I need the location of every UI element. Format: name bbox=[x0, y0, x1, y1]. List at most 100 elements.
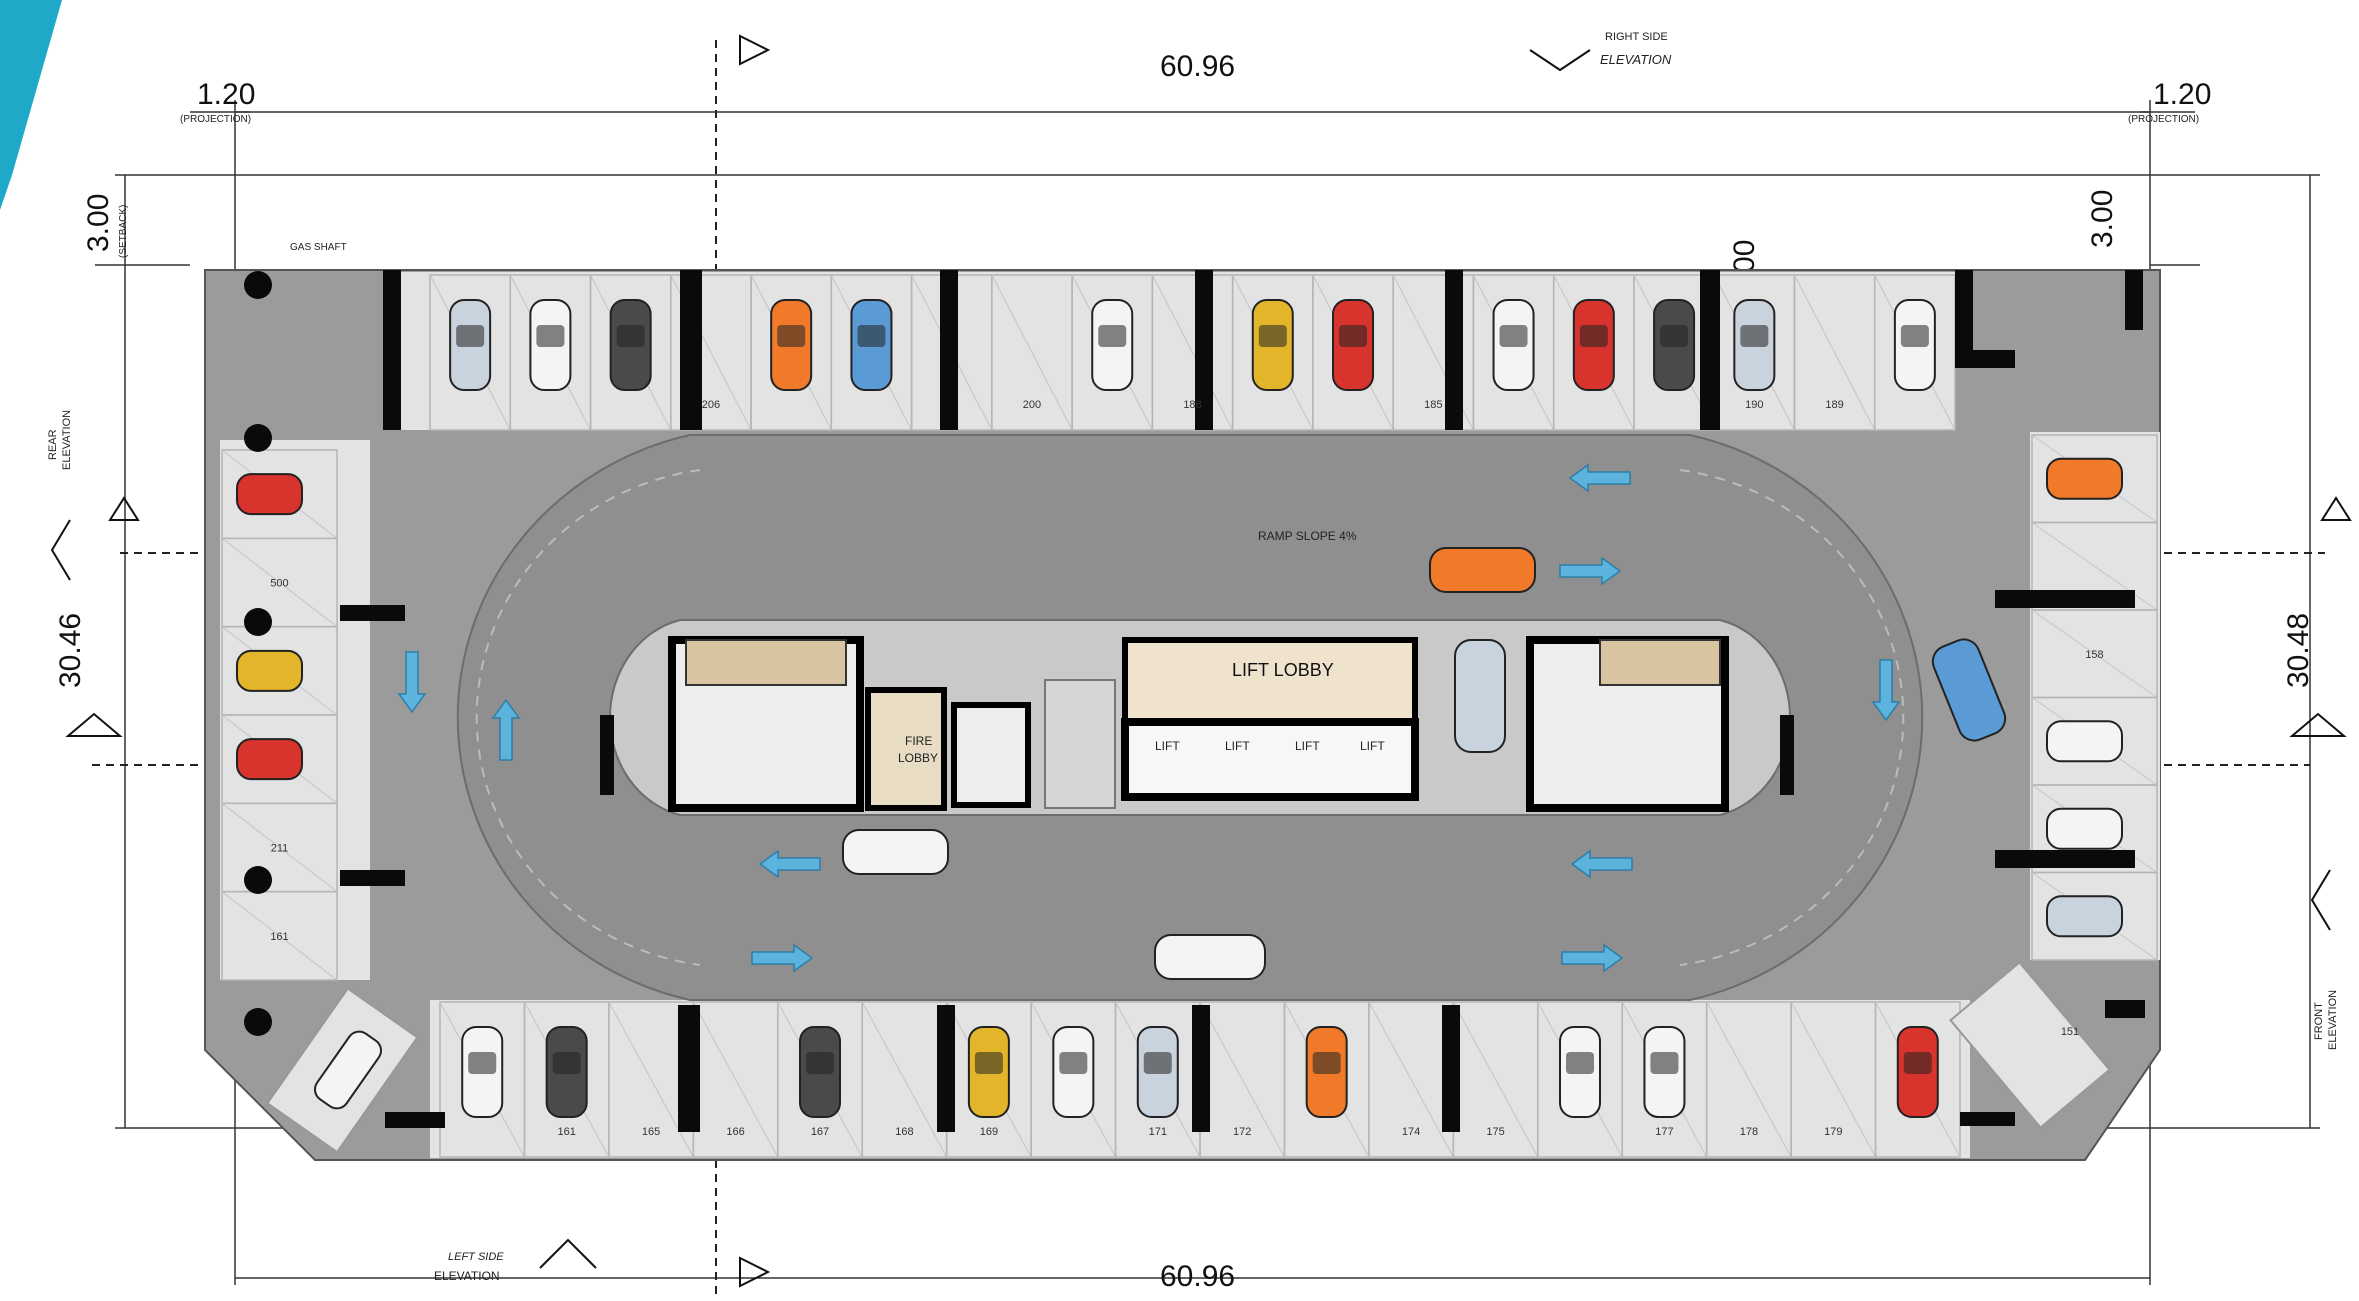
bottom-bay-number: 169 bbox=[980, 1126, 998, 1138]
traffic-arrow bbox=[1559, 556, 1622, 586]
traffic-arrow bbox=[1871, 659, 1901, 722]
bottom-width-dimension: 60.96 bbox=[1160, 1260, 1235, 1293]
right-setback-dimension: 3.00 bbox=[2086, 190, 2119, 248]
lift-bank bbox=[1121, 718, 1419, 801]
top-car-windshield bbox=[616, 325, 645, 347]
column bbox=[244, 608, 272, 636]
left-setback-note: (SETBACK) bbox=[118, 205, 129, 258]
bottom-car-windshield bbox=[1312, 1052, 1341, 1074]
section-marker-left-lower bbox=[65, 712, 123, 737]
left-parking-band bbox=[220, 440, 370, 980]
bottom-bay-hatch bbox=[1199, 1001, 1285, 1158]
bottom-bay-number: 168 bbox=[895, 1126, 913, 1138]
ramp-arc-outer-left bbox=[475, 469, 701, 966]
bottom-bay-hatch bbox=[692, 1001, 779, 1158]
bottom-bay-number: 178 bbox=[1740, 1126, 1758, 1138]
wall-segment bbox=[1955, 350, 2015, 368]
wall-segment bbox=[937, 1005, 955, 1132]
traffic-arrow bbox=[491, 698, 521, 761]
top-car-windshield bbox=[1339, 325, 1368, 347]
driveway-car-white-1 bbox=[842, 829, 949, 875]
bottom-bay-number: 174 bbox=[1402, 1126, 1420, 1138]
wall-segment bbox=[680, 270, 702, 430]
wall-segment bbox=[1960, 1112, 2015, 1126]
left-setback-dimension: 3.00 bbox=[82, 194, 115, 252]
wall-segment bbox=[383, 270, 401, 430]
traffic-arrow bbox=[1561, 943, 1624, 973]
left-bay-hatch bbox=[221, 802, 338, 893]
front-label: FRONT bbox=[2313, 1002, 2325, 1040]
bottom-bay-number: 172 bbox=[1233, 1126, 1251, 1138]
left-side-elevation-label: ELEVATION bbox=[434, 1269, 500, 1283]
lift-lobby-room bbox=[1122, 637, 1418, 728]
corner-car-left bbox=[314, 1030, 382, 1110]
fire-lobby-label-b: LOBBY bbox=[898, 751, 938, 765]
bottom-car-windshield bbox=[974, 1052, 1003, 1074]
front-elevation-label: ELEVATION bbox=[2327, 990, 2339, 1050]
top-left-projection-dimension: 1.20 bbox=[197, 78, 255, 111]
top-car-windshield bbox=[1579, 325, 1608, 347]
right-bay bbox=[2031, 871, 2158, 961]
lift-lobby-label: LIFT LOBBY bbox=[1232, 660, 1334, 680]
fire-lift-room bbox=[951, 702, 1031, 808]
wall-segment bbox=[1700, 270, 1720, 430]
bottom-bay-number: 175 bbox=[1486, 1126, 1504, 1138]
wall-segment bbox=[340, 870, 405, 886]
structural-walls bbox=[340, 270, 2145, 1132]
bottom-car-windshield bbox=[468, 1052, 497, 1074]
column bbox=[244, 271, 272, 299]
right-side-label: RIGHT SIDE bbox=[1605, 31, 1668, 43]
corner-accent bbox=[0, 0, 62, 210]
driveway-car-orange bbox=[1429, 547, 1536, 593]
bottom-car-windshield bbox=[806, 1052, 834, 1074]
top-car-windshield bbox=[777, 325, 806, 347]
columns bbox=[244, 271, 272, 1036]
rear-elevation-label: ELEVATION bbox=[61, 410, 73, 470]
wall-segment bbox=[1955, 270, 1973, 368]
section-marker-left-upper bbox=[108, 496, 140, 521]
elevation-labels: RIGHT SIDE ELEVATION LEFT SIDE ELEVATION… bbox=[47, 31, 2339, 1283]
right-car bbox=[2046, 895, 2123, 938]
right-bay-number: 158 bbox=[2085, 649, 2103, 661]
wall-segment bbox=[385, 1112, 445, 1128]
traffic-arrow bbox=[1570, 849, 1633, 879]
core-rooms bbox=[668, 636, 1729, 812]
top-car-windshield bbox=[1098, 325, 1127, 347]
top-bay-number: 206 bbox=[702, 399, 720, 411]
top-car-windshield bbox=[1499, 325, 1528, 347]
right-bay-hatch bbox=[2031, 522, 2158, 611]
driveway-car-silver bbox=[1454, 639, 1506, 753]
corner-bay-right bbox=[1949, 961, 2111, 1129]
top-car-windshield bbox=[536, 325, 565, 347]
right-height-dimension: 30.48 bbox=[2282, 613, 2315, 688]
core-labels: LIFT LOBBY LIFT LIFT LIFT LIFT FIRE LOBB… bbox=[290, 242, 1385, 765]
parked-cars bbox=[236, 299, 2123, 1118]
top-car-windshield bbox=[456, 325, 485, 347]
wall-segment bbox=[600, 715, 614, 795]
top-width-dimension: 60.96 bbox=[1160, 50, 1235, 83]
wall-segment bbox=[1780, 715, 1794, 795]
top-car-windshield bbox=[1900, 325, 1929, 347]
right-side-elevation-symbol bbox=[1529, 49, 1591, 72]
wall-segment bbox=[1195, 270, 1213, 430]
ramp-arc-outer-right bbox=[1679, 469, 1905, 966]
bottom-car-windshield bbox=[1903, 1052, 1932, 1074]
front-elevation-symbol bbox=[2310, 869, 2331, 931]
top-right-projection-note: (PROJECTION) bbox=[2128, 114, 2199, 125]
top-car-windshield bbox=[1660, 325, 1689, 347]
bottom-bay-hatch bbox=[861, 1001, 948, 1158]
left-bay-number: 500 bbox=[270, 578, 288, 590]
top-bay-hatch bbox=[1151, 274, 1234, 431]
top-bay-hatch bbox=[1794, 274, 1876, 431]
service-rooms-right bbox=[1599, 639, 1721, 686]
top-car-windshield bbox=[1258, 325, 1287, 347]
column bbox=[244, 424, 272, 452]
top-car-windshield bbox=[857, 325, 886, 347]
right-bay-hatch bbox=[2031, 609, 2158, 698]
bottom-bay-number: 179 bbox=[1824, 1126, 1842, 1138]
bottom-bay-number: 166 bbox=[726, 1126, 744, 1138]
top-car-windshield bbox=[1740, 325, 1769, 347]
left-bay-hatch bbox=[221, 891, 338, 981]
lift-label-2: LIFT bbox=[1225, 739, 1250, 753]
